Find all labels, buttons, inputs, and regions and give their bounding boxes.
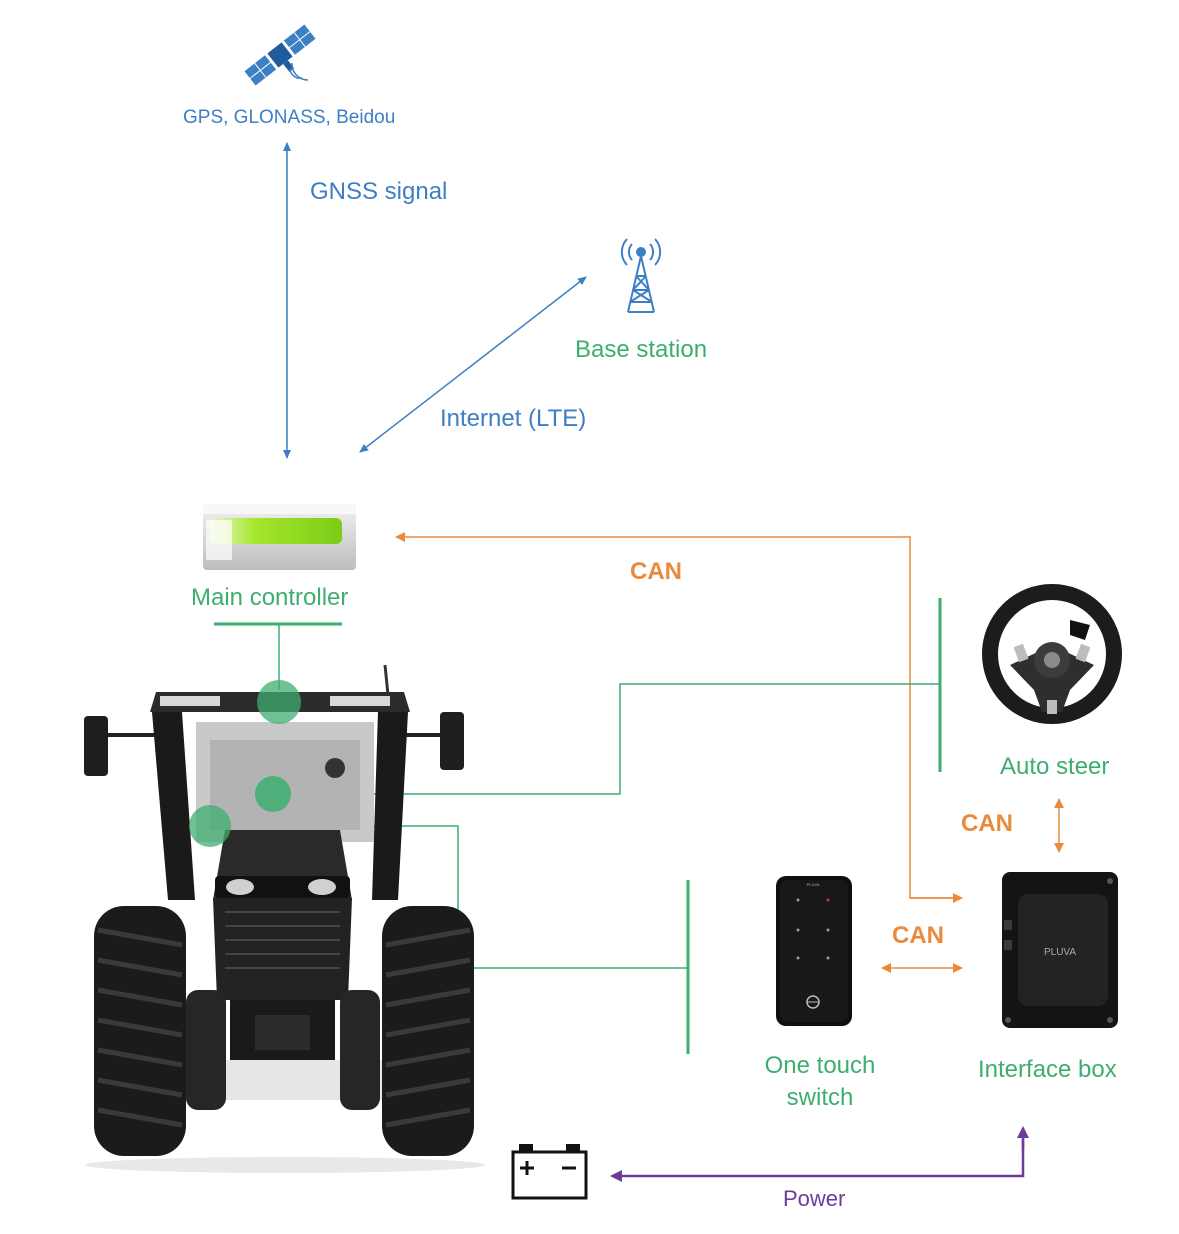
can-main-line — [395, 532, 962, 899]
interface-box-device — [1002, 872, 1118, 1028]
one-touch-switch-line1: One touch — [764, 1052, 876, 1079]
steering-wheel-icon — [982, 584, 1122, 724]
base-station-label: Base station — [575, 336, 708, 363]
interface-box-brand: PLUVA — [1044, 947, 1076, 958]
signal-wave-icon — [291, 62, 309, 81]
satellite-label: GPS, GLONASS, Beidou — [183, 107, 396, 128]
internet-arrow — [359, 276, 587, 453]
one-touch-switch-label: One touch switch — [745, 1050, 895, 1114]
can-main-label: CAN — [630, 558, 682, 585]
gnss-signal-label: GNSS signal — [310, 178, 448, 205]
satellite-icon — [244, 24, 316, 86]
main-controller-device — [203, 504, 356, 570]
battery-icon — [511, 1144, 588, 1200]
green-link-auto-steer — [300, 683, 940, 795]
controller-highlight — [255, 776, 291, 812]
switch-brand: PLUVA — [807, 882, 820, 887]
radio-tower-icon — [620, 238, 662, 313]
one-touch-switch-line2: switch — [786, 1084, 854, 1111]
power-label: Power — [783, 1186, 846, 1211]
interface-box-label: Interface box — [978, 1056, 1117, 1083]
antenna-highlight — [257, 680, 301, 724]
auto-steer-label: Auto steer — [1000, 753, 1110, 780]
one-touch-switch-device — [776, 876, 852, 1026]
cable-highlight — [189, 805, 231, 847]
power-line — [610, 1130, 1025, 1182]
internet-label: Internet (LTE) — [440, 405, 587, 432]
can-switch-label: CAN — [892, 922, 944, 949]
can-steer-label: CAN — [961, 810, 1013, 837]
main-controller-label: Main controller — [191, 584, 349, 611]
tractor-icon — [84, 664, 485, 1173]
